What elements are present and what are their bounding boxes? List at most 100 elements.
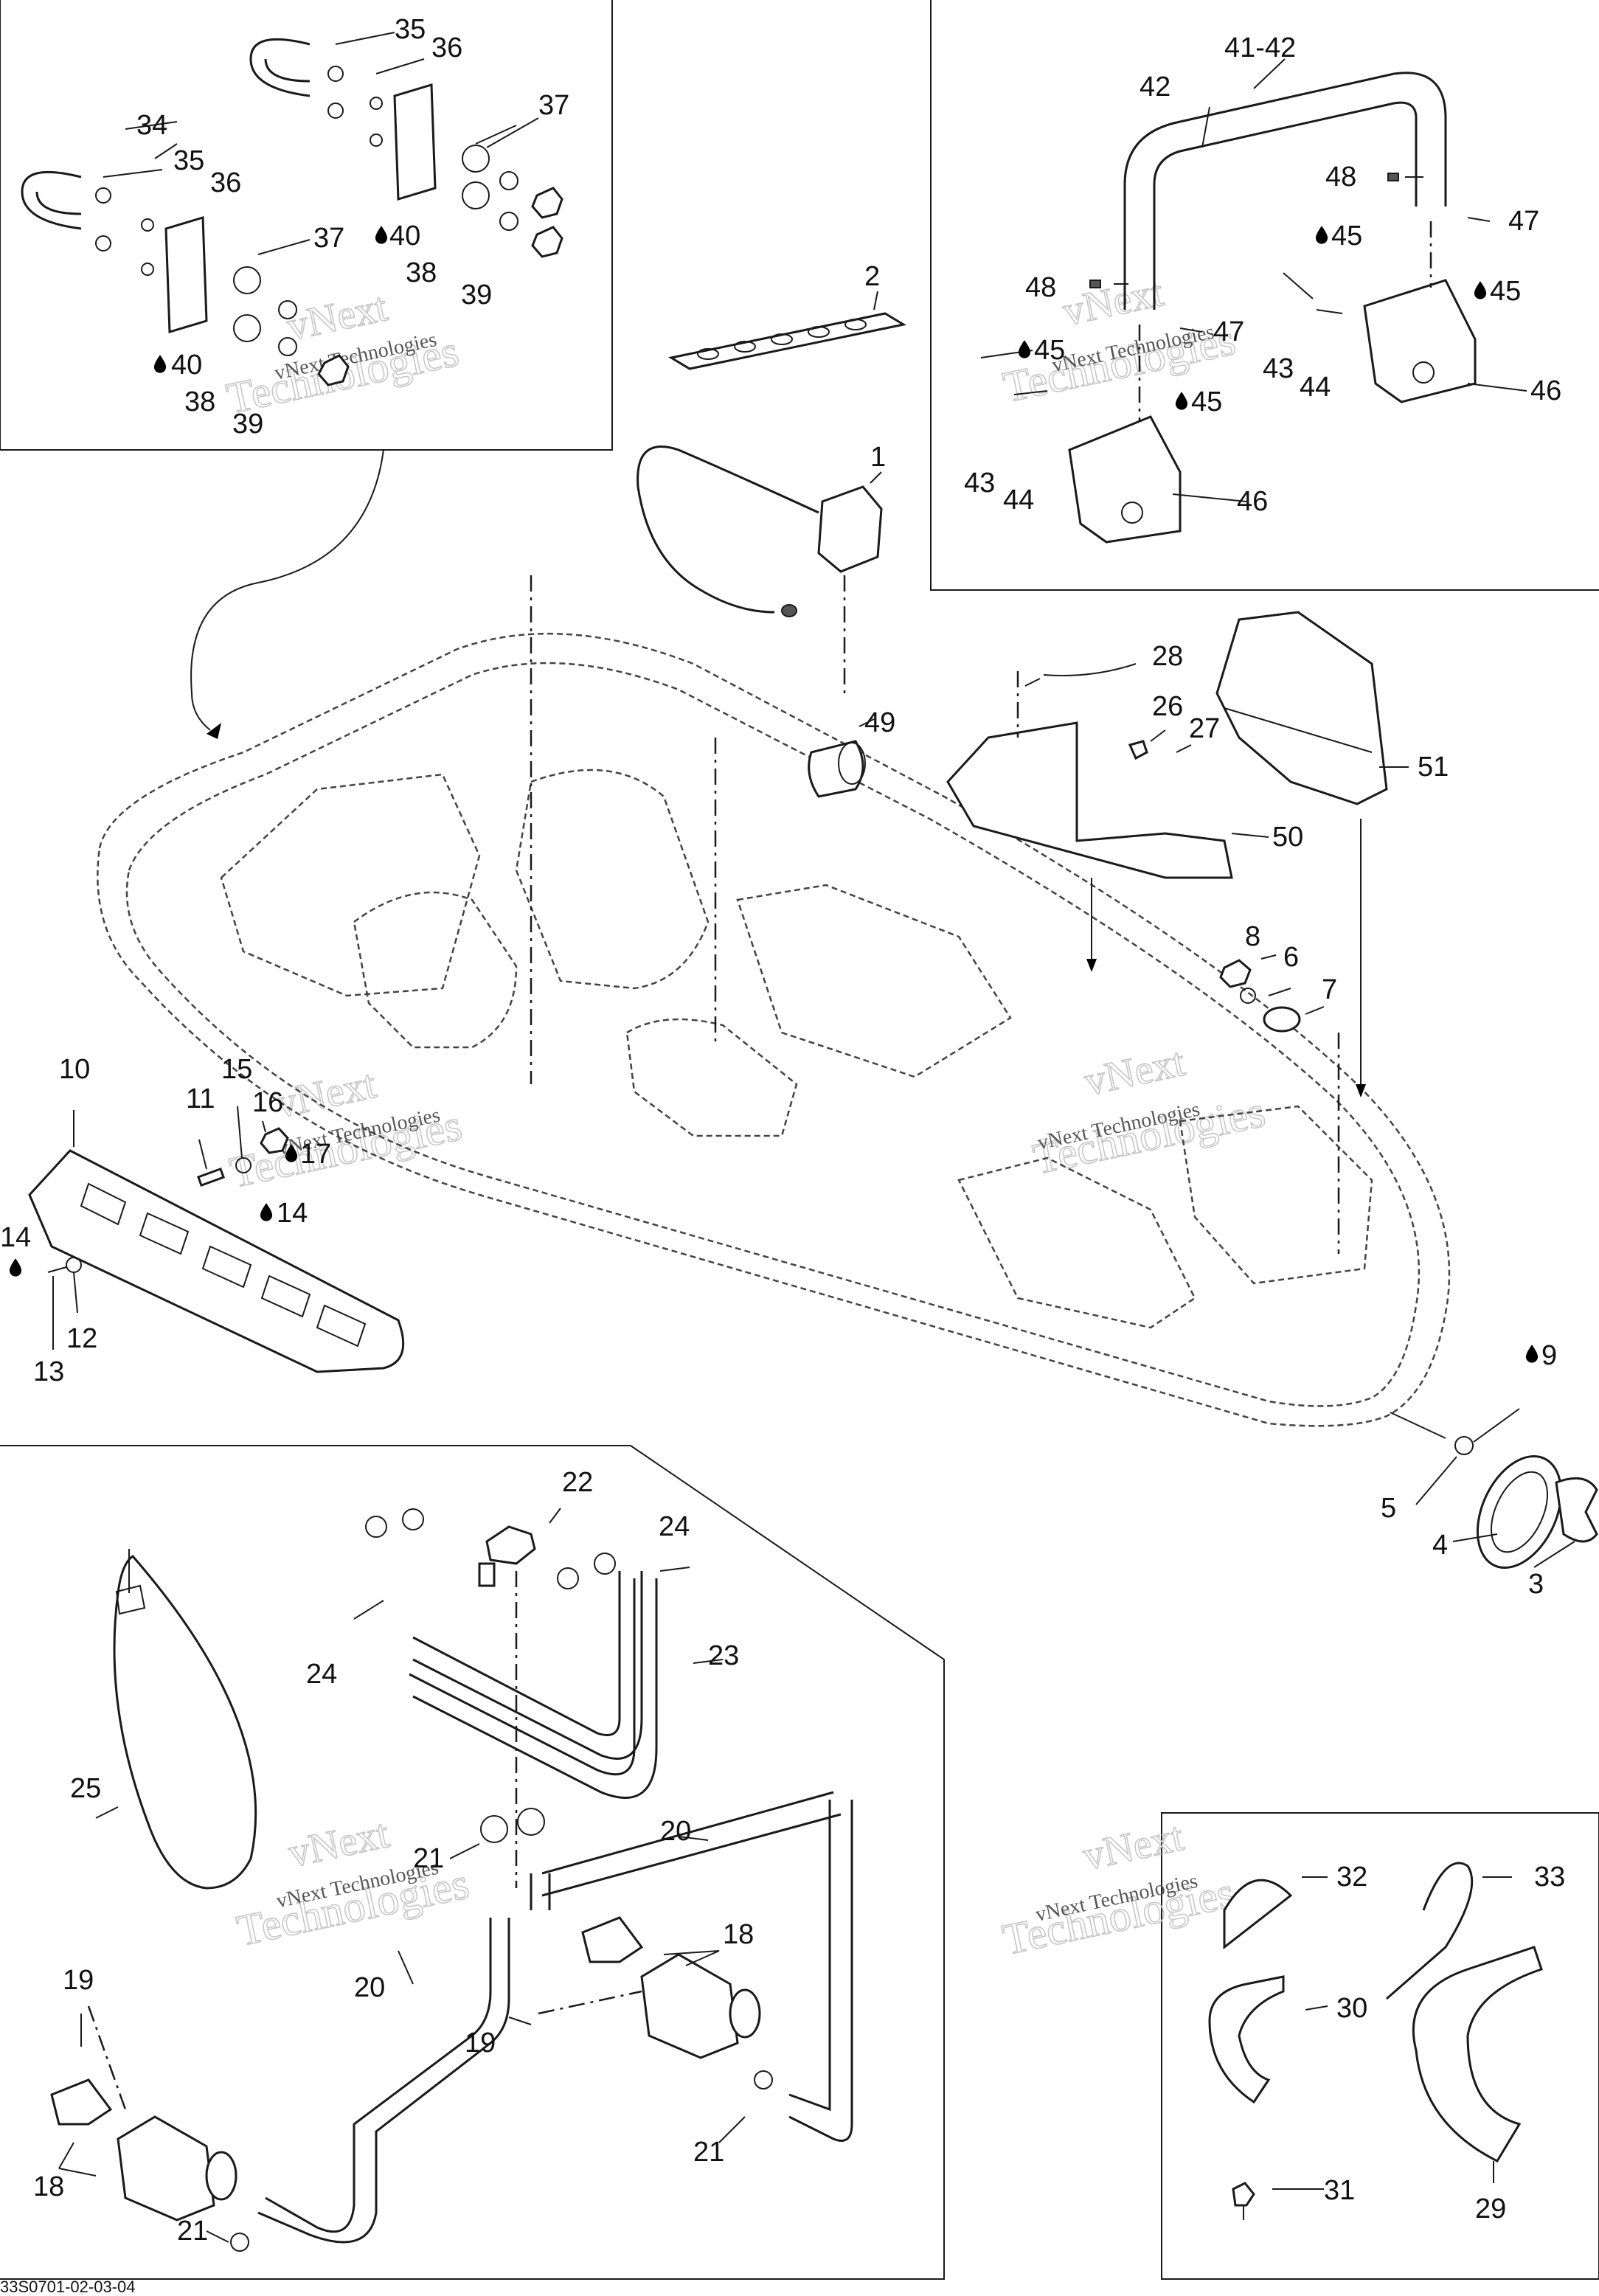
label-part-45c: 45 [1034,335,1065,366]
label-part-33: 33 [1534,1862,1565,1893]
label-part-18b: 18 [33,2171,64,2202]
oil-drop-icon [1175,392,1188,410]
label-part-28: 28 [1152,641,1183,672]
label-part-39a: 39 [461,280,492,311]
label-part-46b: 46 [1237,486,1268,517]
label-part-45b: 45 [1490,276,1521,307]
document-code: 33S0701-02-03-04 [0,2278,135,2296]
label-part-43a: 43 [1263,353,1294,384]
watermark-company: vNext [1081,1039,1189,1105]
label-part-19a: 19 [63,1965,94,1996]
label-part-16: 16 [252,1087,283,1118]
label-part-7: 7 [1322,974,1337,1005]
label-part-21a: 21 [413,1843,444,1874]
label-part-21c: 21 [177,2216,208,2247]
label-part-50: 50 [1272,822,1303,853]
leader-arrow [190,449,384,739]
oil-drop-icon [1474,281,1487,299]
label-part-31: 31 [1324,2175,1355,2206]
fasteners-panel [1208,1862,1543,2220]
label-part-48b: 48 [1025,272,1056,303]
oil-drop-icon [260,1203,273,1221]
oil-drop-icon [1018,340,1031,358]
label-part-20b: 20 [354,1972,385,2003]
label-part-38b: 38 [184,386,215,417]
label-part-22: 22 [562,1467,593,1498]
label-part-48a: 48 [1325,162,1356,193]
label-part-12: 12 [66,1323,97,1354]
label-part-37b: 37 [313,223,344,254]
label-part-25: 25 [70,1773,101,1804]
label-part-18a: 18 [723,1919,754,1950]
label-part-41-42: 41-42 [1224,32,1296,63]
bow-eye-assembly [1390,1408,1598,1570]
hull-body [97,632,1451,1427]
label-part-14b: 14 [277,1198,308,1229]
label-part-21b: 21 [693,2137,724,2168]
tow-handle-assembly [980,58,1527,544]
label-part-43b: 43 [964,468,995,499]
label-part-1: 1 [870,442,886,473]
label-part-47b: 47 [1213,316,1244,347]
label-part-42: 42 [1140,72,1170,103]
bilge-system [50,1508,853,2252]
oil-drop-icon [1525,1345,1539,1363]
label-part-23: 23 [708,1640,739,1671]
oil-drop-icon [1315,226,1328,244]
label-part-5: 5 [1381,1493,1396,1524]
grab-handle-assembly [21,32,563,386]
label-part-15: 15 [221,1054,252,1085]
label-part-3: 3 [1528,1569,1544,1600]
label-part-35a: 35 [395,14,426,45]
label-part-36a: 36 [431,32,462,63]
label-part-8: 8 [1245,921,1260,952]
label-part-51: 51 [1418,752,1449,783]
label-part-40b: 40 [171,350,202,381]
bilge-pump-left [50,2078,237,2222]
label-part-11: 11 [186,1083,215,1114]
label-part-34: 34 [136,110,167,141]
bilge-pump-right [581,1916,761,2059]
watermark-company: vNext [285,1811,393,1876]
label-part-45a: 45 [1331,221,1362,252]
watermark-word: Technologies [999,1867,1239,1964]
label-part-44b: 44 [1003,485,1034,516]
part-labels: 1 2 3 4 5 6 7 8 9 10 11 12 13 14 14 15 1… [0,14,1565,2247]
label-part-36b: 36 [210,167,241,198]
label-part-20a: 20 [660,1816,691,1847]
label-part-17: 17 [300,1139,331,1170]
label-part-47a: 47 [1508,206,1539,237]
label-part-9: 9 [1541,1340,1557,1371]
label-part-10: 10 [59,1054,90,1085]
hull-components [530,291,1409,1254]
label-part-30: 30 [1336,1993,1367,2024]
label-part-4: 4 [1432,1530,1448,1561]
label-part-24a: 24 [659,1511,690,1542]
label-part-27: 27 [1189,713,1220,744]
label-part-38a: 38 [406,257,437,288]
label-part-39b: 39 [232,409,263,440]
watermark-company: vNext [271,1061,380,1127]
boarding-step [28,1106,405,1373]
watermark-company: vNext [1079,1814,1187,1879]
label-part-35b: 35 [173,145,204,176]
watermark-company: vNext [1059,269,1168,335]
oil-drop-icon [9,1258,22,1277]
label-part-24b: 24 [306,1659,337,1690]
label-part-49: 49 [864,707,895,738]
label-part-32: 32 [1336,1862,1367,1893]
label-part-13: 13 [33,1356,64,1387]
oil-drop-icon [153,355,167,373]
label-part-19b: 19 [465,2028,496,2059]
label-part-45d: 45 [1191,386,1222,417]
label-part-14a: 14 [0,1222,31,1253]
oil-drop-icon [375,226,388,244]
label-part-26: 26 [1152,691,1183,722]
label-part-2: 2 [864,261,880,292]
label-part-46a: 46 [1530,375,1561,406]
label-part-6: 6 [1283,942,1299,973]
label-part-29: 29 [1475,2193,1506,2224]
label-part-37a: 37 [538,90,569,121]
